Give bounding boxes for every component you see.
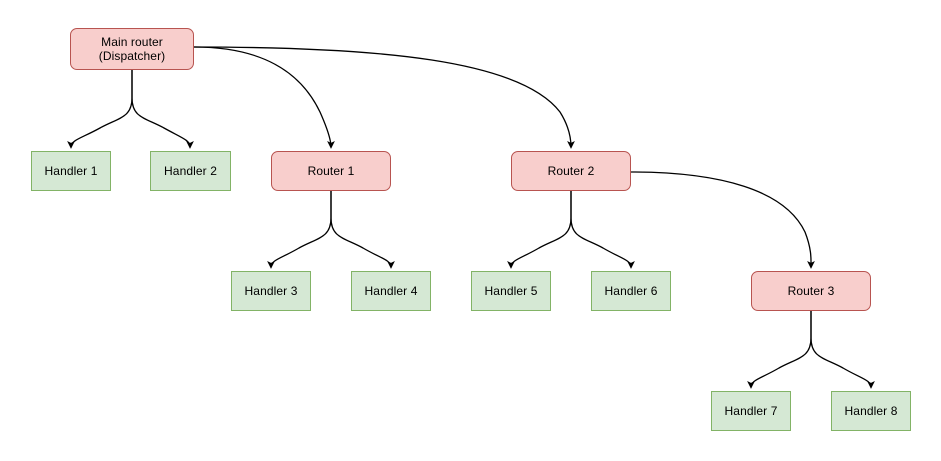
edge-main-to-handler-2 <box>131 69 194 149</box>
node-handler-5[interactable]: Handler 5 <box>471 271 551 311</box>
edge-router-2-to-handler-6 <box>570 190 635 269</box>
node-label-handler-3: Handler 3 <box>244 284 298 298</box>
node-label-handler-4: Handler 4 <box>364 284 418 298</box>
edges-group <box>67 46 875 389</box>
node-label-handler-6: Handler 6 <box>604 284 658 298</box>
edge-router-1-to-handler-4 <box>330 190 395 269</box>
node-label-router-2: Router 2 <box>547 164 595 178</box>
edge-router-2-to-handler-5 <box>507 190 572 269</box>
node-handler-1[interactable]: Handler 1 <box>31 151 111 191</box>
edge-main-to-router-2 <box>193 46 575 149</box>
node-label-handler-7: Handler 7 <box>724 404 778 418</box>
node-label-handler-1: Handler 1 <box>44 164 98 178</box>
node-handler-2[interactable]: Handler 2 <box>150 151 231 191</box>
node-router-3[interactable]: Router 3 <box>751 271 871 311</box>
edge-router-3-to-handler-7 <box>747 310 812 389</box>
node-handler-3[interactable]: Handler 3 <box>231 271 311 311</box>
node-label-router-1: Router 1 <box>307 164 355 178</box>
edge-main-to-router-1 <box>193 46 335 149</box>
edge-router-2-to-router-3 <box>630 171 815 269</box>
node-handler-8[interactable]: Handler 8 <box>831 391 911 431</box>
node-main-router[interactable]: Main router (Dispatcher) <box>70 28 194 70</box>
node-label-handler-8: Handler 8 <box>844 404 898 418</box>
node-label-handler-2: Handler 2 <box>164 164 217 178</box>
node-router-2[interactable]: Router 2 <box>511 151 631 191</box>
node-label-main-router: Main router (Dispatcher) <box>98 35 166 63</box>
edge-router-1-to-handler-3 <box>267 190 332 269</box>
node-router-1[interactable]: Router 1 <box>271 151 391 191</box>
node-label-router-3: Router 3 <box>787 284 835 298</box>
node-handler-6[interactable]: Handler 6 <box>591 271 671 311</box>
node-handler-4[interactable]: Handler 4 <box>351 271 431 311</box>
node-label-handler-5: Handler 5 <box>484 284 538 298</box>
edge-router-3-to-handler-8 <box>810 310 875 389</box>
node-handler-7[interactable]: Handler 7 <box>711 391 791 431</box>
edge-main-to-handler-1 <box>67 69 133 149</box>
